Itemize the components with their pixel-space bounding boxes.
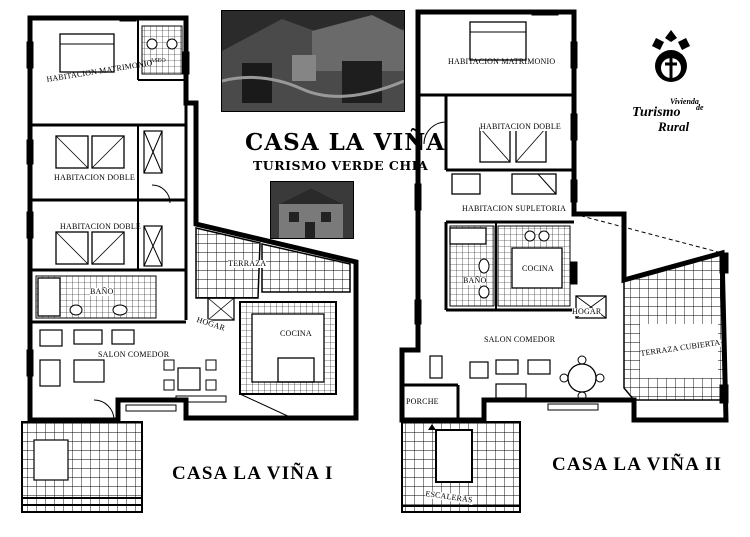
house-photo-large: [221, 10, 405, 112]
turismo-rural-logo: Vivienda Turismo de Rural: [632, 30, 712, 134]
casa-2-title: CASA LA VIÑA II: [552, 454, 723, 475]
main-title: CASA LA VIÑA: [245, 129, 446, 156]
logo-line-rural: Rural: [658, 119, 690, 134]
c1-cocina-label: COCINA: [280, 329, 312, 338]
c1-terraza-label: TERRAZA: [228, 259, 267, 268]
c2-bano-label: BAÑO: [463, 276, 487, 285]
plan-casa-1-entrance: [21, 421, 143, 513]
c2-habitacion-doble-label: HABITACION DOBLE: [480, 122, 561, 131]
logo-line-turismo: Turismo: [632, 105, 681, 120]
grape-leaf-icon: [652, 30, 690, 82]
c2-porche-label: PORCHE: [406, 397, 439, 406]
c1-salon-comedor-label: SALON COMEDOR: [98, 350, 170, 359]
casa-1-title: CASA LA VIÑA I: [172, 463, 334, 484]
plan-casa-1: [26, 15, 359, 423]
subtitle: TURISMO VERDE CHIA: [253, 158, 429, 173]
c1-aseo-label: ASEO: [150, 58, 166, 64]
c2-habitacion-matrimonio-label: HABITACION MATRIMONIO: [448, 57, 556, 66]
c2-habitacion-supletoria-label: HABITACION SUPLETORIA: [462, 204, 567, 213]
logo-line-vivienda: Vivienda: [670, 97, 699, 106]
logo-line-de: de: [696, 103, 704, 112]
house-photo-small: [270, 181, 354, 239]
c1-bano-label: BAÑO: [90, 287, 114, 296]
c1-habitacion-doble-1-label: HABITACION DOBLE: [54, 173, 135, 182]
c2-hogar-label: HOGAR: [572, 307, 602, 316]
c2-salon-comedor-label: SALON COMEDOR: [484, 335, 556, 344]
c1-habitacion-doble-2-label: HABITACION DOBLE: [60, 222, 141, 231]
c2-cocina-label: COCINA: [522, 264, 554, 273]
plan-casa-2-entrance: [401, 421, 521, 513]
